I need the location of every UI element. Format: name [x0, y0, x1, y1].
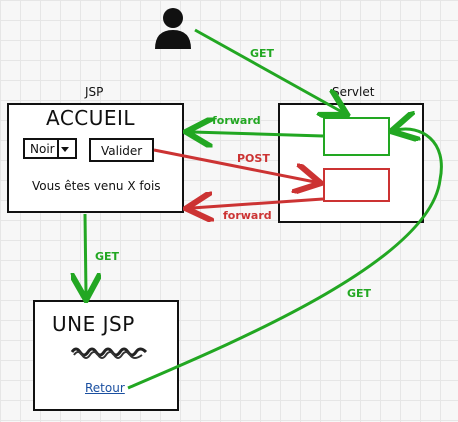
post-label: POST: [237, 152, 270, 165]
valider-button[interactable]: Valider: [89, 138, 154, 162]
forward-top-label: forward: [212, 114, 261, 127]
get-down-arrow: [85, 213, 86, 294]
accueil-title: ACCUEIL: [46, 106, 136, 130]
forward-top-arrow: [192, 132, 324, 136]
jsp-label: JSP: [85, 85, 104, 99]
forward-bottom-label: forward: [223, 209, 272, 222]
une-jsp-title: UNE JSP: [52, 312, 135, 336]
retour-link[interactable]: Retour: [85, 381, 125, 395]
get-return-label: GET: [347, 287, 372, 300]
color-select[interactable]: Noir: [23, 138, 77, 159]
servlet-post-handler: [323, 168, 390, 202]
get-return-arrow: [127, 129, 443, 390]
get-user-label: GET: [250, 47, 275, 60]
chevron-down-icon: [57, 140, 75, 157]
scribble-text: [70, 347, 148, 359]
user-icon: [155, 8, 191, 49]
valider-button-label: Valider: [101, 144, 143, 158]
color-select-value: Noir: [30, 142, 55, 156]
visit-count-text: Vous êtes venu X fois: [32, 179, 161, 193]
get-down-label: GET: [95, 250, 120, 263]
post-arrow: [153, 148, 315, 182]
forward-bottom-arrow: [192, 199, 324, 208]
get-user-arrow: [194, 28, 342, 112]
